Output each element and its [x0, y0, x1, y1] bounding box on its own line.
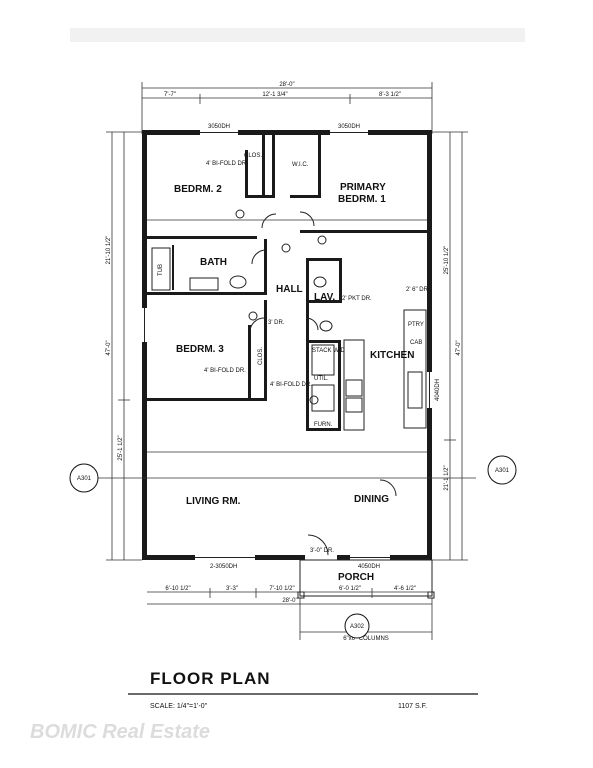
- watermark: BOMIC Real Estate: [30, 721, 210, 743]
- exterior-walls: [142, 130, 432, 560]
- room-label-hall: HALL: [276, 284, 303, 295]
- dim-left-lower: 25'-1 1/2": [118, 435, 124, 460]
- room-label-bedroom-2: BEDRM. 2: [174, 184, 222, 195]
- note-porch-window-left: 2-3050DH: [210, 564, 237, 570]
- room-label-primary-1: PRIMARY: [340, 182, 386, 193]
- room-label-lav: LAV.: [314, 292, 335, 303]
- door-notes: 4' BI-FOLD DR. 4' BI-FOLD DR. 4' BI-FOLD…: [204, 161, 430, 570]
- room-label-bath: BATH: [200, 257, 227, 268]
- room-label-porch: PORCH: [338, 572, 374, 583]
- dim-bottom-5: 4'-6 1/2": [394, 586, 416, 592]
- dim-overall-depth-right: 47'-0": [456, 340, 462, 355]
- interior-dim-lines: [147, 219, 427, 453]
- dim-bottom-4: 6'-0 1/2": [339, 586, 361, 592]
- note-porch-door: 3'-0" DR.: [310, 548, 334, 554]
- note-bifold-b: 4' BI-FOLD DR.: [204, 368, 246, 374]
- dim-columns: 6"x6" COLUMNS: [343, 636, 389, 642]
- room-label-living: LIVING RM.: [186, 496, 241, 507]
- window-top-right: 3050DH: [338, 124, 360, 130]
- dim-bottom-2: 3'-3": [226, 586, 238, 592]
- room-label-furn: FURN.: [314, 422, 333, 428]
- note-stack: STACK W/D: [312, 348, 346, 354]
- room-label-wic: W.I.C.: [292, 162, 309, 168]
- callout-left: A301: [77, 476, 92, 482]
- room-label-pantry: PTRY: [408, 322, 424, 328]
- dim-bottom-overall: 28'-0": [282, 598, 297, 604]
- callout-bottom: A302: [350, 624, 365, 630]
- dim-overall-depth-left: 47'-0": [106, 340, 112, 355]
- title-block: FLOOR PLAN SCALE: 1/4"=1'-0" 1107 S.F.: [128, 669, 478, 710]
- room-label-bedroom-3: BEDRM. 3: [176, 344, 224, 355]
- plan-area: 1107 S.F.: [398, 703, 427, 710]
- room-label-cab: CAB: [410, 340, 422, 346]
- door-swings: [249, 211, 397, 556]
- note-porch-window-right: 4050DH: [358, 564, 380, 570]
- note-bifold-a: 4' BI-FOLD DR.: [206, 161, 248, 167]
- dim-left-upper: 21'-10 1/2": [106, 236, 112, 265]
- window-top-left: 3050DH: [208, 124, 230, 130]
- dim-top-left: 7'-7": [164, 92, 176, 98]
- dim-bottom-1: 6'-10 1/2": [165, 586, 190, 592]
- dim-top-mid: 12'-1 3/4": [262, 92, 287, 98]
- note-door-2-6: 2' 6" DR.: [406, 287, 430, 293]
- top-dimensions: 28'-0" 7'-7" 12'-1 3/4" 8'-3 1/2": [141, 82, 433, 134]
- section-callouts: A301 A301 A302: [69, 455, 517, 639]
- room-label-closet-1: CLOS.: [244, 153, 262, 159]
- fixtures: [151, 209, 423, 413]
- dim-overall-width: 28'-0": [279, 82, 294, 88]
- room-label-util: UTIL.: [314, 376, 329, 382]
- plan-scale: SCALE: 1/4"=1'-0": [150, 703, 208, 710]
- right-dimensions: 25'-10 1/2" 47'-0" 21'-1 1/2": [432, 131, 468, 561]
- room-label-closet-2: CLOS.: [258, 347, 264, 365]
- room-label-tub: TUB: [158, 264, 164, 276]
- scan-edge: [70, 28, 525, 42]
- note-bifold-c: 4' BI-FOLD DR.: [270, 382, 312, 388]
- window-right: 4040DH: [435, 379, 441, 401]
- dim-bottom-3: 7'-10 1/2": [269, 586, 294, 592]
- plan-title: FLOOR PLAN: [150, 669, 271, 688]
- interior-walls: [147, 135, 427, 431]
- room-label-primary-2: BEDRM. 1: [338, 194, 386, 205]
- room-labels: BEDRM. 2 PRIMARY BEDRM. 1 W.I.C. BATH HA…: [158, 153, 424, 583]
- dim-right-upper: 25'-10 1/2": [444, 246, 450, 275]
- room-label-dining: DINING: [354, 494, 389, 505]
- dim-top-right: 8'-3 1/2": [379, 92, 401, 98]
- left-dimensions: 21'-10 1/2" 47'-0" 25'-1 1/2": [106, 131, 142, 561]
- note-pantry-door: 2' PKT DR.: [342, 296, 372, 302]
- note-door-3: 3' DR.: [268, 320, 285, 326]
- porch-and-bottom-dims: 6'-10 1/2" 3'-3" 7'-10 1/2" 6'-0 1/2" 4'…: [147, 559, 435, 642]
- room-label-kitchen: KITCHEN: [370, 350, 414, 361]
- callout-right: A301: [495, 468, 510, 474]
